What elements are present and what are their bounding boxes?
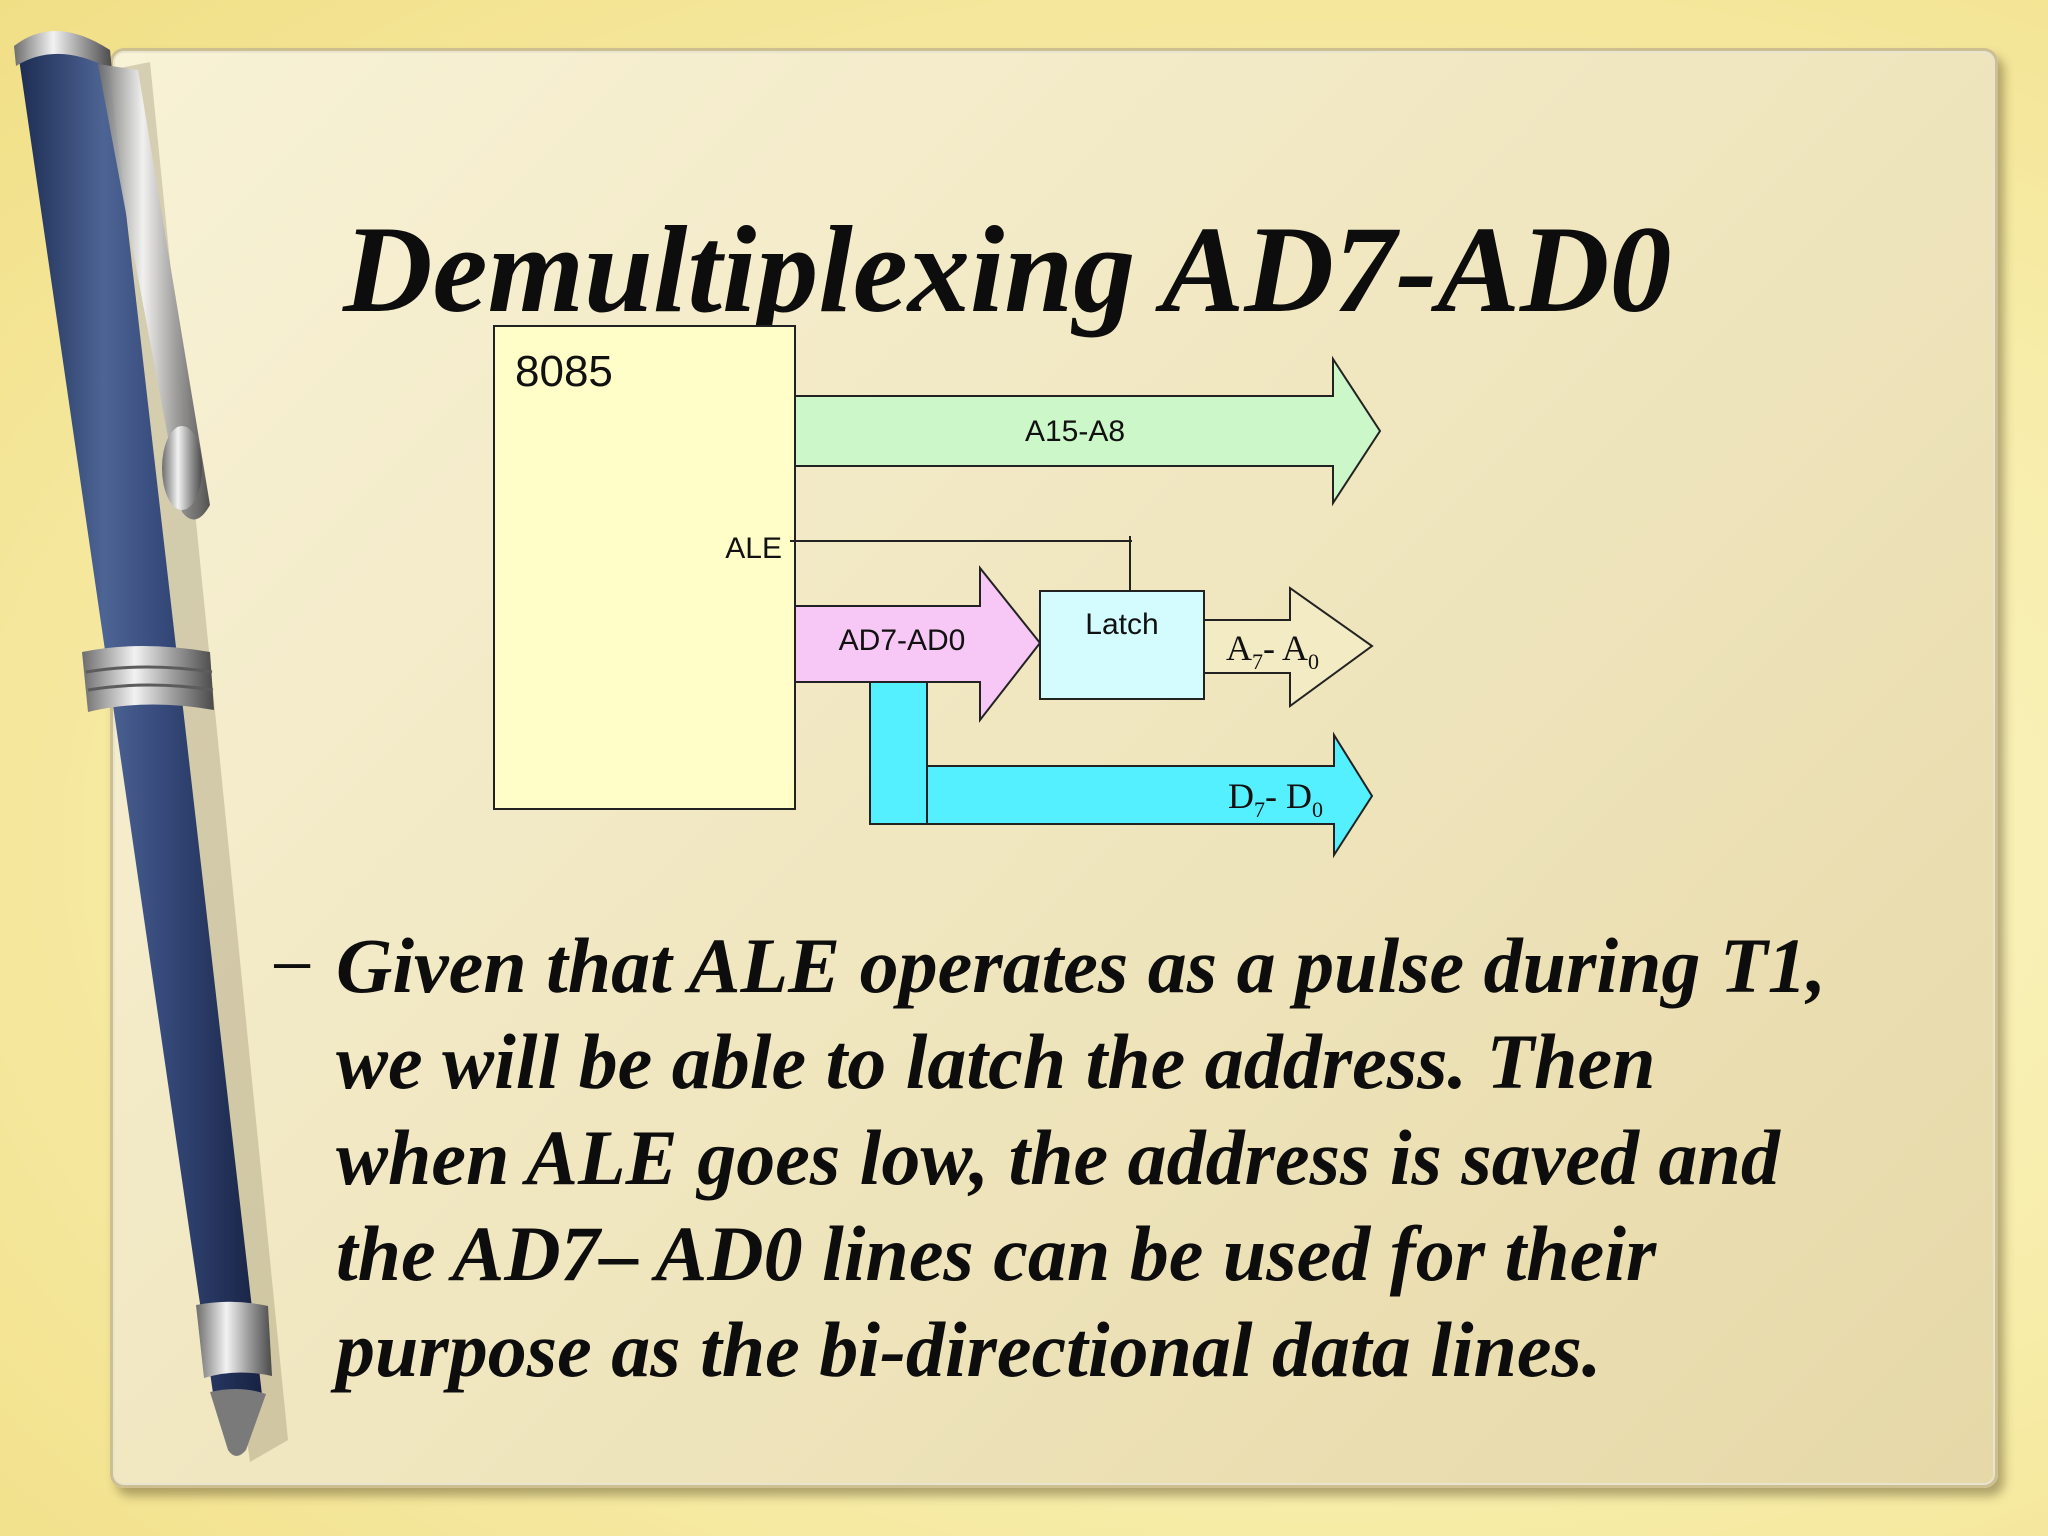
chip-label: 8085: [515, 347, 613, 396]
data-bus-output-arrow: [926, 731, 1374, 859]
bullet-text: Given that ALE operates as a pulse durin…: [336, 922, 1827, 1393]
chip-8085-block: [493, 325, 796, 810]
ad-bus-arrow: [794, 565, 1042, 723]
ale-pin-label: ALE: [725, 532, 782, 565]
low-address-output-label: A7- A0: [1226, 628, 1319, 674]
latch-label: Latch: [1085, 608, 1158, 641]
high-address-bus-arrow: [794, 355, 1382, 507]
explanation-bullet: − Given that ALE operates as a pulse dur…: [270, 918, 1890, 1398]
high-address-bus-label: A15-A8: [1025, 415, 1125, 448]
bullet-marker: −: [270, 922, 314, 1009]
slide-title: Demultiplexing AD7-AD0: [343, 201, 1672, 338]
ad-bus-label: AD7-AD0: [839, 624, 966, 657]
latch-block: [1039, 590, 1205, 700]
data-bus-output-label: D7- D0: [1228, 776, 1323, 822]
data-bus-tap: [869, 681, 928, 825]
low-address-output-arrow: [1203, 586, 1374, 708]
